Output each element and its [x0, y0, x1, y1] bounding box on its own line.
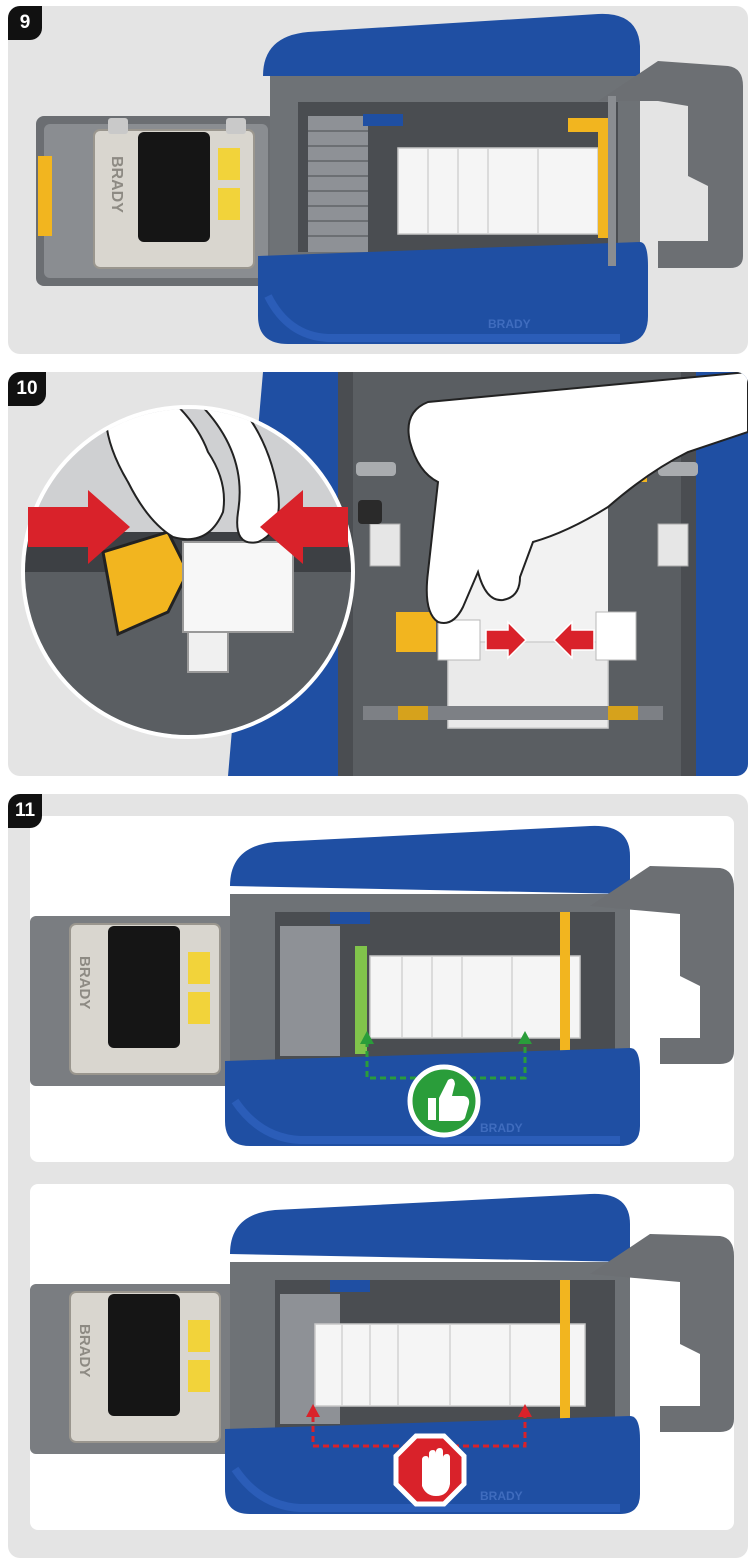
step-9-panel: 9 BRADY [8, 6, 748, 354]
zoom-detail-circle [21, 405, 355, 739]
squeeze-arrow-left [552, 620, 595, 660]
zoom-arrow-right [28, 490, 130, 564]
incorrect-example-panel: BRADY BRADY [30, 1184, 734, 1530]
step-number-badge: 11 [8, 794, 42, 828]
squeeze-arrow-right [485, 620, 528, 660]
printer-brand-label: BRADY [488, 317, 531, 331]
cartridge-brand-label: BRADY [76, 1324, 93, 1377]
printer-open-illustration: BRADY [36, 13, 743, 344]
incorrect-loading-illustration: BRADY BRADY [30, 1193, 734, 1514]
printer-brand-label: BRADY [480, 1121, 523, 1135]
ribbon-cartridge-tray: BRADY [36, 116, 276, 286]
printer-body: BRADY [258, 13, 743, 344]
correct-loading-illustration: BRADY BRADY [30, 825, 734, 1146]
step-10-panel: 10 [8, 372, 748, 776]
correct-example-panel: BRADY BRADY [30, 816, 734, 1162]
step-number-badge: 10 [8, 372, 46, 406]
correct-alignment-highlight [355, 946, 367, 1054]
zoom-arrow-left [260, 490, 348, 564]
cartridge-brand-label: BRADY [108, 156, 125, 213]
hand-right [407, 372, 748, 624]
step-11-panel: 11 BRADY [8, 794, 748, 1558]
cartridge-brand-label: BRADY [76, 956, 93, 1009]
step-number-badge: 9 [8, 6, 42, 40]
squeeze-guides-illustration [21, 372, 748, 776]
thumbs-up-icon [407, 1064, 481, 1138]
stop-hand-icon [393, 1433, 467, 1507]
printer-brand-label: BRADY [480, 1489, 523, 1503]
